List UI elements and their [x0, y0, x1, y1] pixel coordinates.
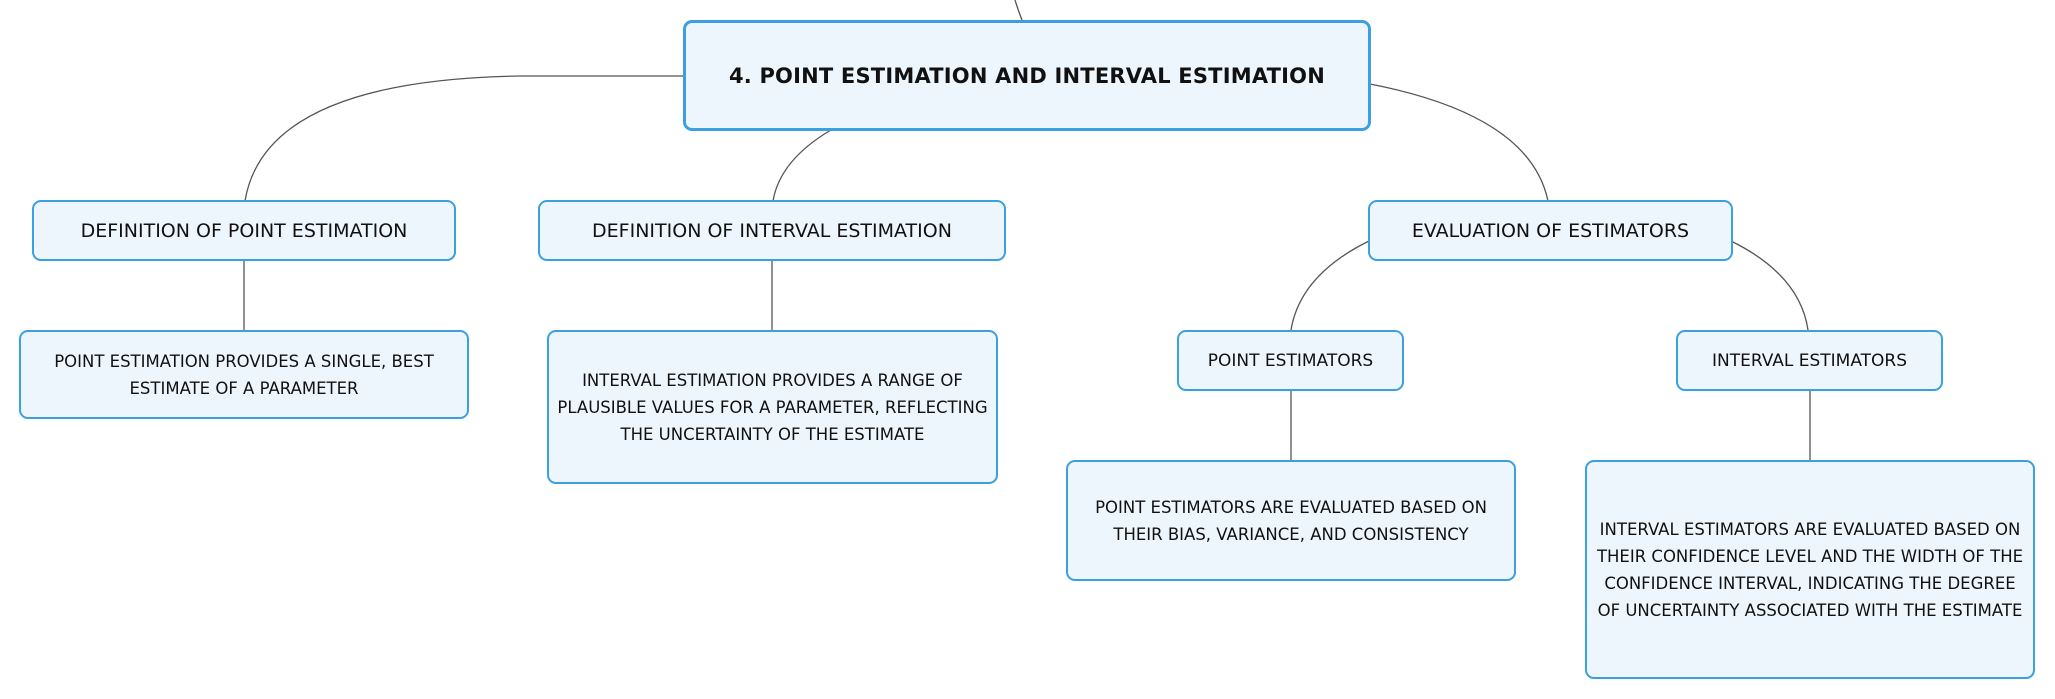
connector-root-parent [1014, 0, 1023, 21]
topic-point-estimation-definition[interactable]: DEFINITION OF POINT ESTIMATION [32, 200, 456, 261]
connector-root-to-point-def [244, 75, 683, 202]
subtopic-label: INTERVAL ESTIMATORS [1711, 350, 1908, 371]
root-label: 4. POINT ESTIMATION AND INTERVAL ESTIMAT… [728, 63, 1326, 88]
subtopic-point-estimators[interactable]: POINT ESTIMATORS [1177, 330, 1404, 391]
connector-evaluation-to-interval-estimators [1730, 240, 1809, 331]
topic-label: EVALUATION OF ESTIMATORS [1411, 219, 1690, 242]
subtopic-label: POINT ESTIMATORS [1207, 350, 1374, 371]
connector-evaluation-to-point-estimators [1290, 240, 1370, 331]
detail-text: POINT ESTIMATION PROVIDES A SINGLE, BEST… [54, 351, 434, 398]
detail-text: INTERVAL ESTIMATION PROVIDES A RANGE OF … [557, 370, 988, 444]
root-node[interactable]: 4. POINT ESTIMATION AND INTERVAL ESTIMAT… [683, 20, 1371, 131]
subtopic-interval-estimators[interactable]: INTERVAL ESTIMATORS [1676, 330, 1943, 391]
connector-root-to-interval-def [772, 129, 832, 202]
topic-label: DEFINITION OF POINT ESTIMATION [80, 219, 408, 242]
detail-interval-estimation[interactable]: INTERVAL ESTIMATION PROVIDES A RANGE OF … [547, 330, 998, 484]
topic-label: DEFINITION OF INTERVAL ESTIMATION [592, 219, 952, 242]
detail-text: INTERVAL ESTIMATORS ARE EVALUATED BASED … [1596, 519, 2024, 620]
detail-interval-estimators[interactable]: INTERVAL ESTIMATORS ARE EVALUATED BASED … [1585, 460, 2035, 679]
topic-evaluation-of-estimators[interactable]: EVALUATION OF ESTIMATORS [1368, 200, 1733, 261]
detail-point-estimation[interactable]: POINT ESTIMATION PROVIDES A SINGLE, BEST… [19, 330, 469, 419]
connector-root-to-evaluation [1369, 83, 1549, 202]
detail-text: POINT ESTIMATORS ARE EVALUATED BASED ON … [1095, 497, 1487, 544]
detail-point-estimators[interactable]: POINT ESTIMATORS ARE EVALUATED BASED ON … [1066, 460, 1516, 581]
topic-interval-estimation-definition[interactable]: DEFINITION OF INTERVAL ESTIMATION [538, 200, 1006, 261]
